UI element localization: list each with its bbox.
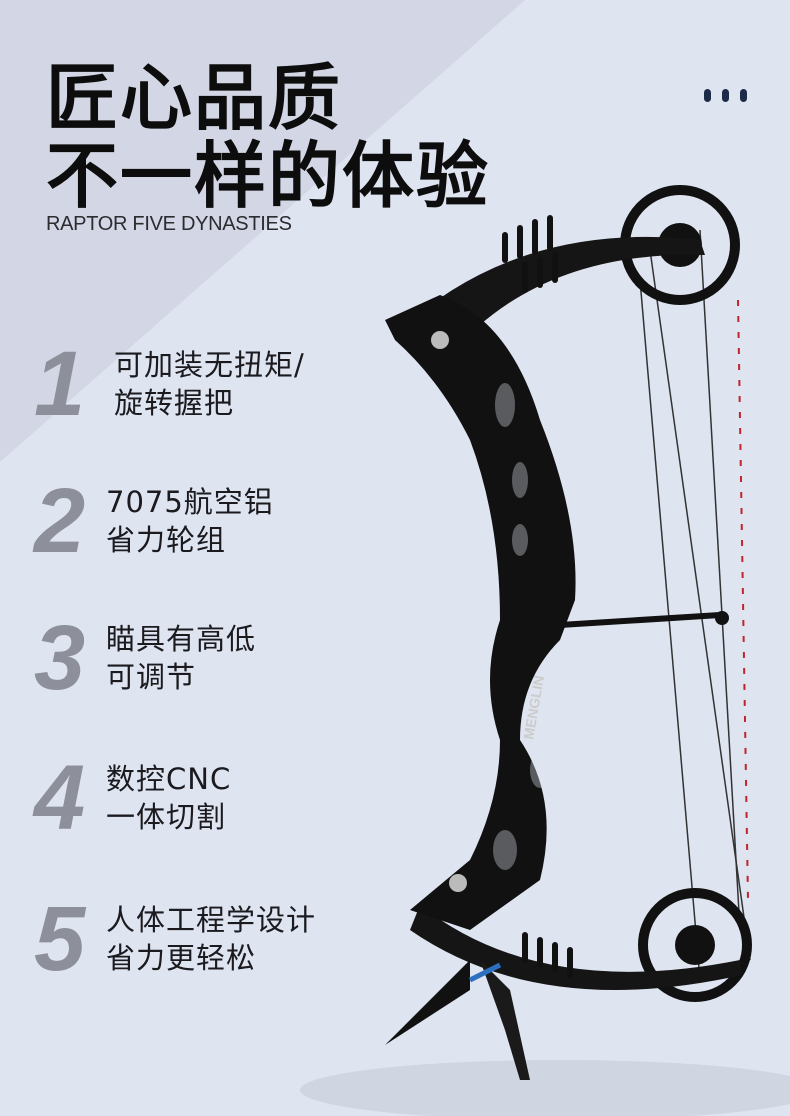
feature-number: 1 bbox=[34, 333, 86, 435]
feature-line: 省力更轻松 bbox=[106, 941, 257, 975]
feature-line: 7075航空铝 bbox=[106, 485, 274, 519]
feature-line: 可加装无扭矩/ bbox=[114, 348, 305, 382]
headline-line-2: 不一样的体验 bbox=[46, 134, 491, 218]
feature-line: 可调节 bbox=[106, 660, 197, 694]
feature-line: 一体切割 bbox=[106, 800, 227, 834]
feature-item-1: 1 可加装无扭矩/旋转握把 bbox=[34, 338, 305, 430]
feature-number: 3 bbox=[34, 607, 86, 709]
feature-number: 4 bbox=[34, 747, 86, 849]
subtitle: RAPTOR FIVE DYNASTIES bbox=[46, 213, 292, 235]
feature-line: 人体工程学设计 bbox=[106, 903, 317, 937]
headline-line-1: 匠心品质 bbox=[46, 56, 343, 140]
feature-line: 数控CNC bbox=[106, 762, 232, 796]
feature-number: 2 bbox=[34, 470, 86, 572]
feature-item-3: 3 瞄具有高低可调节 bbox=[34, 612, 256, 704]
feature-line: 省力轮组 bbox=[106, 523, 227, 557]
feature-line: 瞄具有高低 bbox=[106, 622, 257, 656]
feature-line: 旋转握把 bbox=[114, 386, 235, 420]
compound-bow-image: MENGLIN bbox=[385, 185, 752, 1080]
feature-item-2: 2 7075航空铝省力轮组 bbox=[34, 475, 274, 567]
more-dots-icon[interactable] bbox=[704, 89, 747, 102]
feature-item-5: 5 人体工程学设计省力更轻松 bbox=[34, 893, 316, 985]
feature-number: 5 bbox=[34, 888, 86, 990]
